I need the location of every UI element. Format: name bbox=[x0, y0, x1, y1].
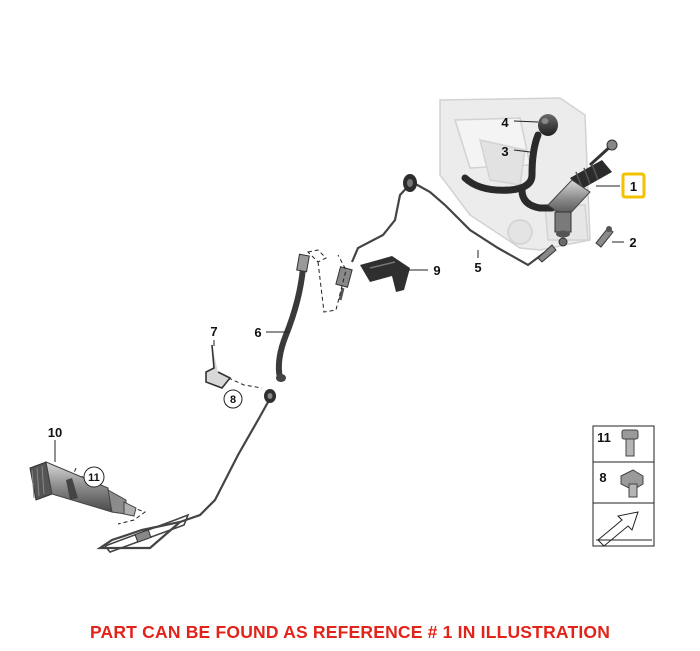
rubber-stop-part bbox=[538, 114, 558, 136]
pipe-union-part bbox=[335, 266, 353, 301]
bolt-11-icon bbox=[621, 429, 639, 457]
flexible-hose-6-part bbox=[275, 253, 310, 382]
callout-7: 7 bbox=[210, 324, 217, 339]
reservoir-hose-part bbox=[461, 131, 556, 212]
callout-9: 9 bbox=[433, 263, 440, 278]
pipe-fitting-part bbox=[537, 244, 557, 263]
callout-1: 1 bbox=[630, 179, 637, 194]
connection-outline bbox=[306, 249, 327, 263]
callout-11: 11 bbox=[88, 472, 100, 484]
bolt-2-part bbox=[595, 226, 614, 248]
clutch-pipe-5-part bbox=[350, 180, 549, 267]
bolt-8-icon bbox=[620, 469, 644, 498]
callout-8: 8 bbox=[230, 394, 236, 406]
pipe-bracket-9-part bbox=[360, 256, 410, 292]
grommet-part bbox=[403, 174, 417, 192]
direction-arrow-icon bbox=[596, 511, 652, 547]
clutch-pipe-part bbox=[96, 394, 273, 550]
callout-1-highlight bbox=[621, 172, 646, 199]
clutch-slave-cylinder-part bbox=[29, 461, 137, 517]
callout-5: 5 bbox=[474, 260, 481, 275]
fastener-legend: 11 8 bbox=[592, 425, 655, 547]
callout-3: 3 bbox=[501, 144, 508, 159]
callout-8-circle bbox=[223, 389, 243, 409]
callout-4: 4 bbox=[501, 115, 509, 130]
leader-3 bbox=[513, 149, 531, 153]
callout-10: 10 bbox=[48, 425, 62, 440]
grommet-lower-part bbox=[264, 389, 276, 403]
pipe-loop bbox=[103, 513, 190, 553]
pipe-end-fitting-part bbox=[134, 529, 152, 543]
legend-label-11: 11 bbox=[597, 430, 611, 445]
part-reference-caption: PART CAN BE FOUND AS REFERENCE # 1 IN IL… bbox=[89, 622, 611, 642]
bracket-7-part bbox=[205, 344, 232, 389]
clutch-master-cylinder-part bbox=[547, 139, 618, 247]
callout-2: 2 bbox=[629, 235, 636, 250]
legend-label-8: 8 bbox=[599, 470, 606, 485]
callout-6: 6 bbox=[254, 325, 261, 340]
callout-11-circle bbox=[83, 466, 105, 488]
leader-4 bbox=[513, 120, 539, 123]
